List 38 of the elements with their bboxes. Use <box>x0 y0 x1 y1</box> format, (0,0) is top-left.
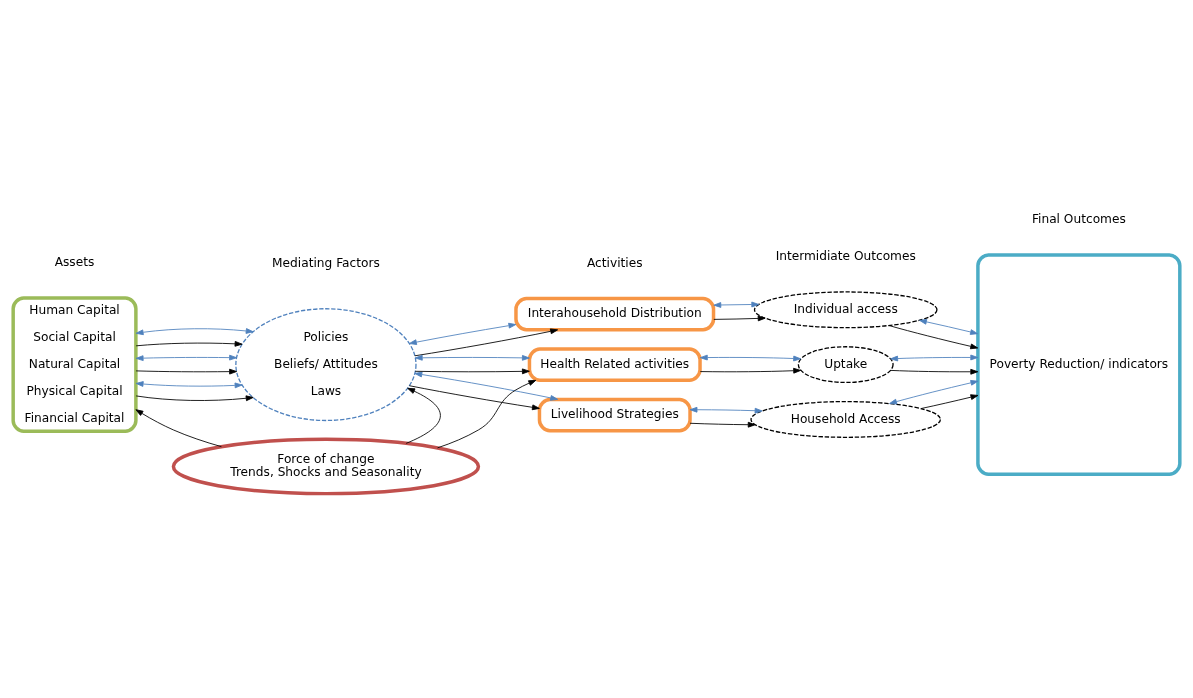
arrow <box>437 379 537 449</box>
arrow <box>414 368 530 375</box>
arrow <box>689 421 756 428</box>
arrow <box>689 406 763 414</box>
arrow <box>135 409 222 448</box>
node-box: Interahousehold Distribution <box>514 296 716 332</box>
arrow <box>135 340 243 347</box>
node-box: Health Related activities <box>527 347 702 382</box>
label: Final Outcomes <box>1031 212 1126 227</box>
label: Assets <box>54 255 95 270</box>
arrow <box>135 328 254 336</box>
arrow <box>889 379 979 405</box>
arrow <box>414 328 559 357</box>
label: Activities <box>586 255 643 270</box>
arrow <box>919 319 978 335</box>
arrow <box>135 395 254 402</box>
arrow <box>888 325 979 350</box>
label: Mediating Factors <box>272 255 380 270</box>
arrow <box>920 394 979 409</box>
arrow <box>414 371 559 401</box>
arrow <box>135 368 237 375</box>
node-box: Poverty Reduction/ indicators <box>976 253 1182 476</box>
node-ellipse: Force of change Trends, Shocks and Seasonality <box>171 437 481 496</box>
arrow <box>713 301 760 308</box>
arrow <box>405 387 441 444</box>
arrow <box>713 315 766 322</box>
arrow <box>409 322 517 345</box>
arrow <box>135 381 243 389</box>
arrow <box>890 368 979 375</box>
node-box: Human Capital Social Capital Natural Capital Physical Capital Financial Capital <box>11 296 138 433</box>
label: Intermidiate Outcomes <box>775 248 916 263</box>
node-ellipse: Uptake <box>797 346 894 384</box>
arrow <box>699 354 802 362</box>
arrow <box>135 354 237 362</box>
arrow <box>414 354 530 361</box>
arrow <box>890 354 979 362</box>
arrow <box>409 385 540 411</box>
arrow <box>699 367 802 374</box>
